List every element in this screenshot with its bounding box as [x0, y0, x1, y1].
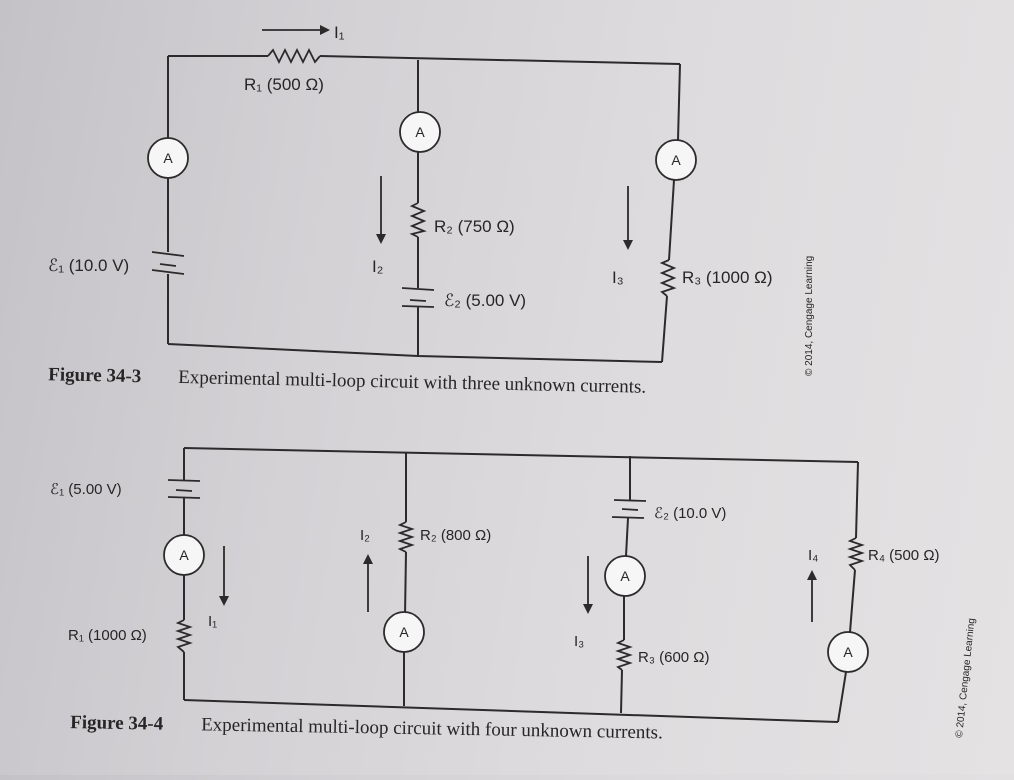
fig1-label-r3: R₃ (1000 Ω): [682, 268, 773, 287]
fig1-resistor-r1: [267, 47, 321, 65]
fig2-battery-e2: [611, 499, 647, 519]
fig1-label-r2: R₂ (750 Ω): [434, 217, 515, 236]
fig1-ammeter-right-label: A: [671, 152, 681, 168]
fig2-label-r4: R₄ (500 Ω): [868, 547, 940, 564]
fig1-credit: © 2014, Cengage Learning: [804, 256, 815, 376]
fig1-current-arrow-i2: [376, 176, 386, 244]
fig2-resistor-r4: [847, 537, 865, 571]
fig1-caption-number: Figure 34-3: [48, 364, 141, 387]
fig2-label-i2: I₂: [360, 527, 370, 544]
fig1-top-wire: [168, 55, 681, 65]
fig1-label-r1: R₁ (500 Ω): [244, 75, 324, 94]
fig1-resistor-r3: [659, 259, 677, 297]
fig2-current-arrow-i2: [363, 554, 373, 612]
fig2-label-i4: I₄: [808, 547, 818, 564]
fig1-current-arrow-i3: [623, 186, 633, 250]
fig2-current-arrow-i1: [219, 546, 229, 606]
fig2-resistor-r1: [175, 619, 193, 653]
fig2-wire-e2-branch: [620, 456, 631, 714]
fig1-current-arrow-i1: [262, 25, 330, 35]
fig2-label-r1: R₁ (1000 Ω): [68, 627, 147, 644]
fig2-ammeter-r2-icon: [383, 611, 425, 653]
fig1-ammeter-left-label: A: [163, 150, 173, 166]
fig1-caption-text: Experimental multi-loop circuit with thr…: [178, 367, 646, 398]
figure-34-4: A A A A ℰ₁ (5.00 V) ℰ₂ (10.0 V) I₂ R₂ (8…: [50, 447, 978, 743]
fig1-label-i3: I₃: [612, 268, 624, 287]
fig1-label-emf1: ℰ₁ (10.0 V): [48, 256, 129, 275]
fig2-ammeter-left-icon: [163, 534, 205, 576]
fig2-label-r2: R₂ (800 Ω): [420, 527, 491, 544]
fig2-ammeter-right-label: A: [843, 644, 853, 660]
fig2-bottom-wire: [183, 699, 839, 723]
fig2-wire-r2-branch: [403, 452, 407, 706]
fig2-ammeter-left-label: A: [179, 547, 189, 563]
fig2-caption: Figure 34-4 Experimental multi-loop circ…: [70, 712, 663, 743]
fig2-label-emf2: ℰ₂ (10.0 V): [654, 505, 726, 522]
fig2-ammeter-right-icon: [827, 631, 869, 673]
fig2-label-r3: R₃ (600 Ω): [638, 649, 710, 666]
fig1-ammeter-left-icon: [147, 137, 189, 179]
fig1-right-wire: [661, 63, 681, 363]
fig2-caption-text: Experimental multi-loop circuit with fou…: [201, 714, 663, 743]
fig2-battery-e1: [167, 479, 201, 499]
fig2-ammeter-e2-label: A: [620, 568, 630, 584]
fig2-label-i3: I₃: [574, 633, 584, 650]
fig1-ammeter-middle-icon: [399, 111, 441, 153]
fig2-ammeter-e2-icon: [604, 555, 646, 597]
fig2-resistor-r3: [615, 639, 633, 671]
fig2-caption-number: Figure 34-4: [70, 712, 164, 735]
fig1-battery-e2: [401, 287, 435, 308]
fig2-credit: © 2014, Cengage Learning: [954, 618, 978, 739]
fig1-caption: Figure 34-3 Experimental multi-loop circ…: [48, 364, 646, 398]
fig2-ammeter-r2-label: A: [399, 624, 409, 640]
fig2-current-arrow-i4: [807, 570, 817, 622]
fig1-label-i1: I₁: [334, 23, 345, 42]
fig1-ammeter-right-icon: [655, 139, 697, 181]
fig2-current-arrow-i3: [583, 556, 593, 614]
fig1-battery-e1: [151, 251, 185, 275]
fig1-bottom-wire: [167, 343, 663, 363]
fig2-label-i1: I₁: [208, 613, 217, 630]
fig2-resistor-r2: [397, 521, 415, 553]
figure-34-3: A A A I₁ R₁ (500 Ω) R₂ (750 Ω) I₂ ℰ₁ (10…: [48, 23, 815, 398]
fig2-top-wire: [183, 447, 859, 463]
fig1-label-emf2: ℰ₂ (5.00 V): [444, 291, 526, 310]
fig1-label-i2: I₂: [372, 257, 383, 276]
fig2-right-wire: [837, 461, 859, 723]
fig2-label-emf1: ℰ₁ (5.00 V): [50, 481, 122, 498]
fig1-resistor-r2: [409, 202, 427, 238]
fig1-ammeter-middle-label: A: [415, 124, 425, 140]
